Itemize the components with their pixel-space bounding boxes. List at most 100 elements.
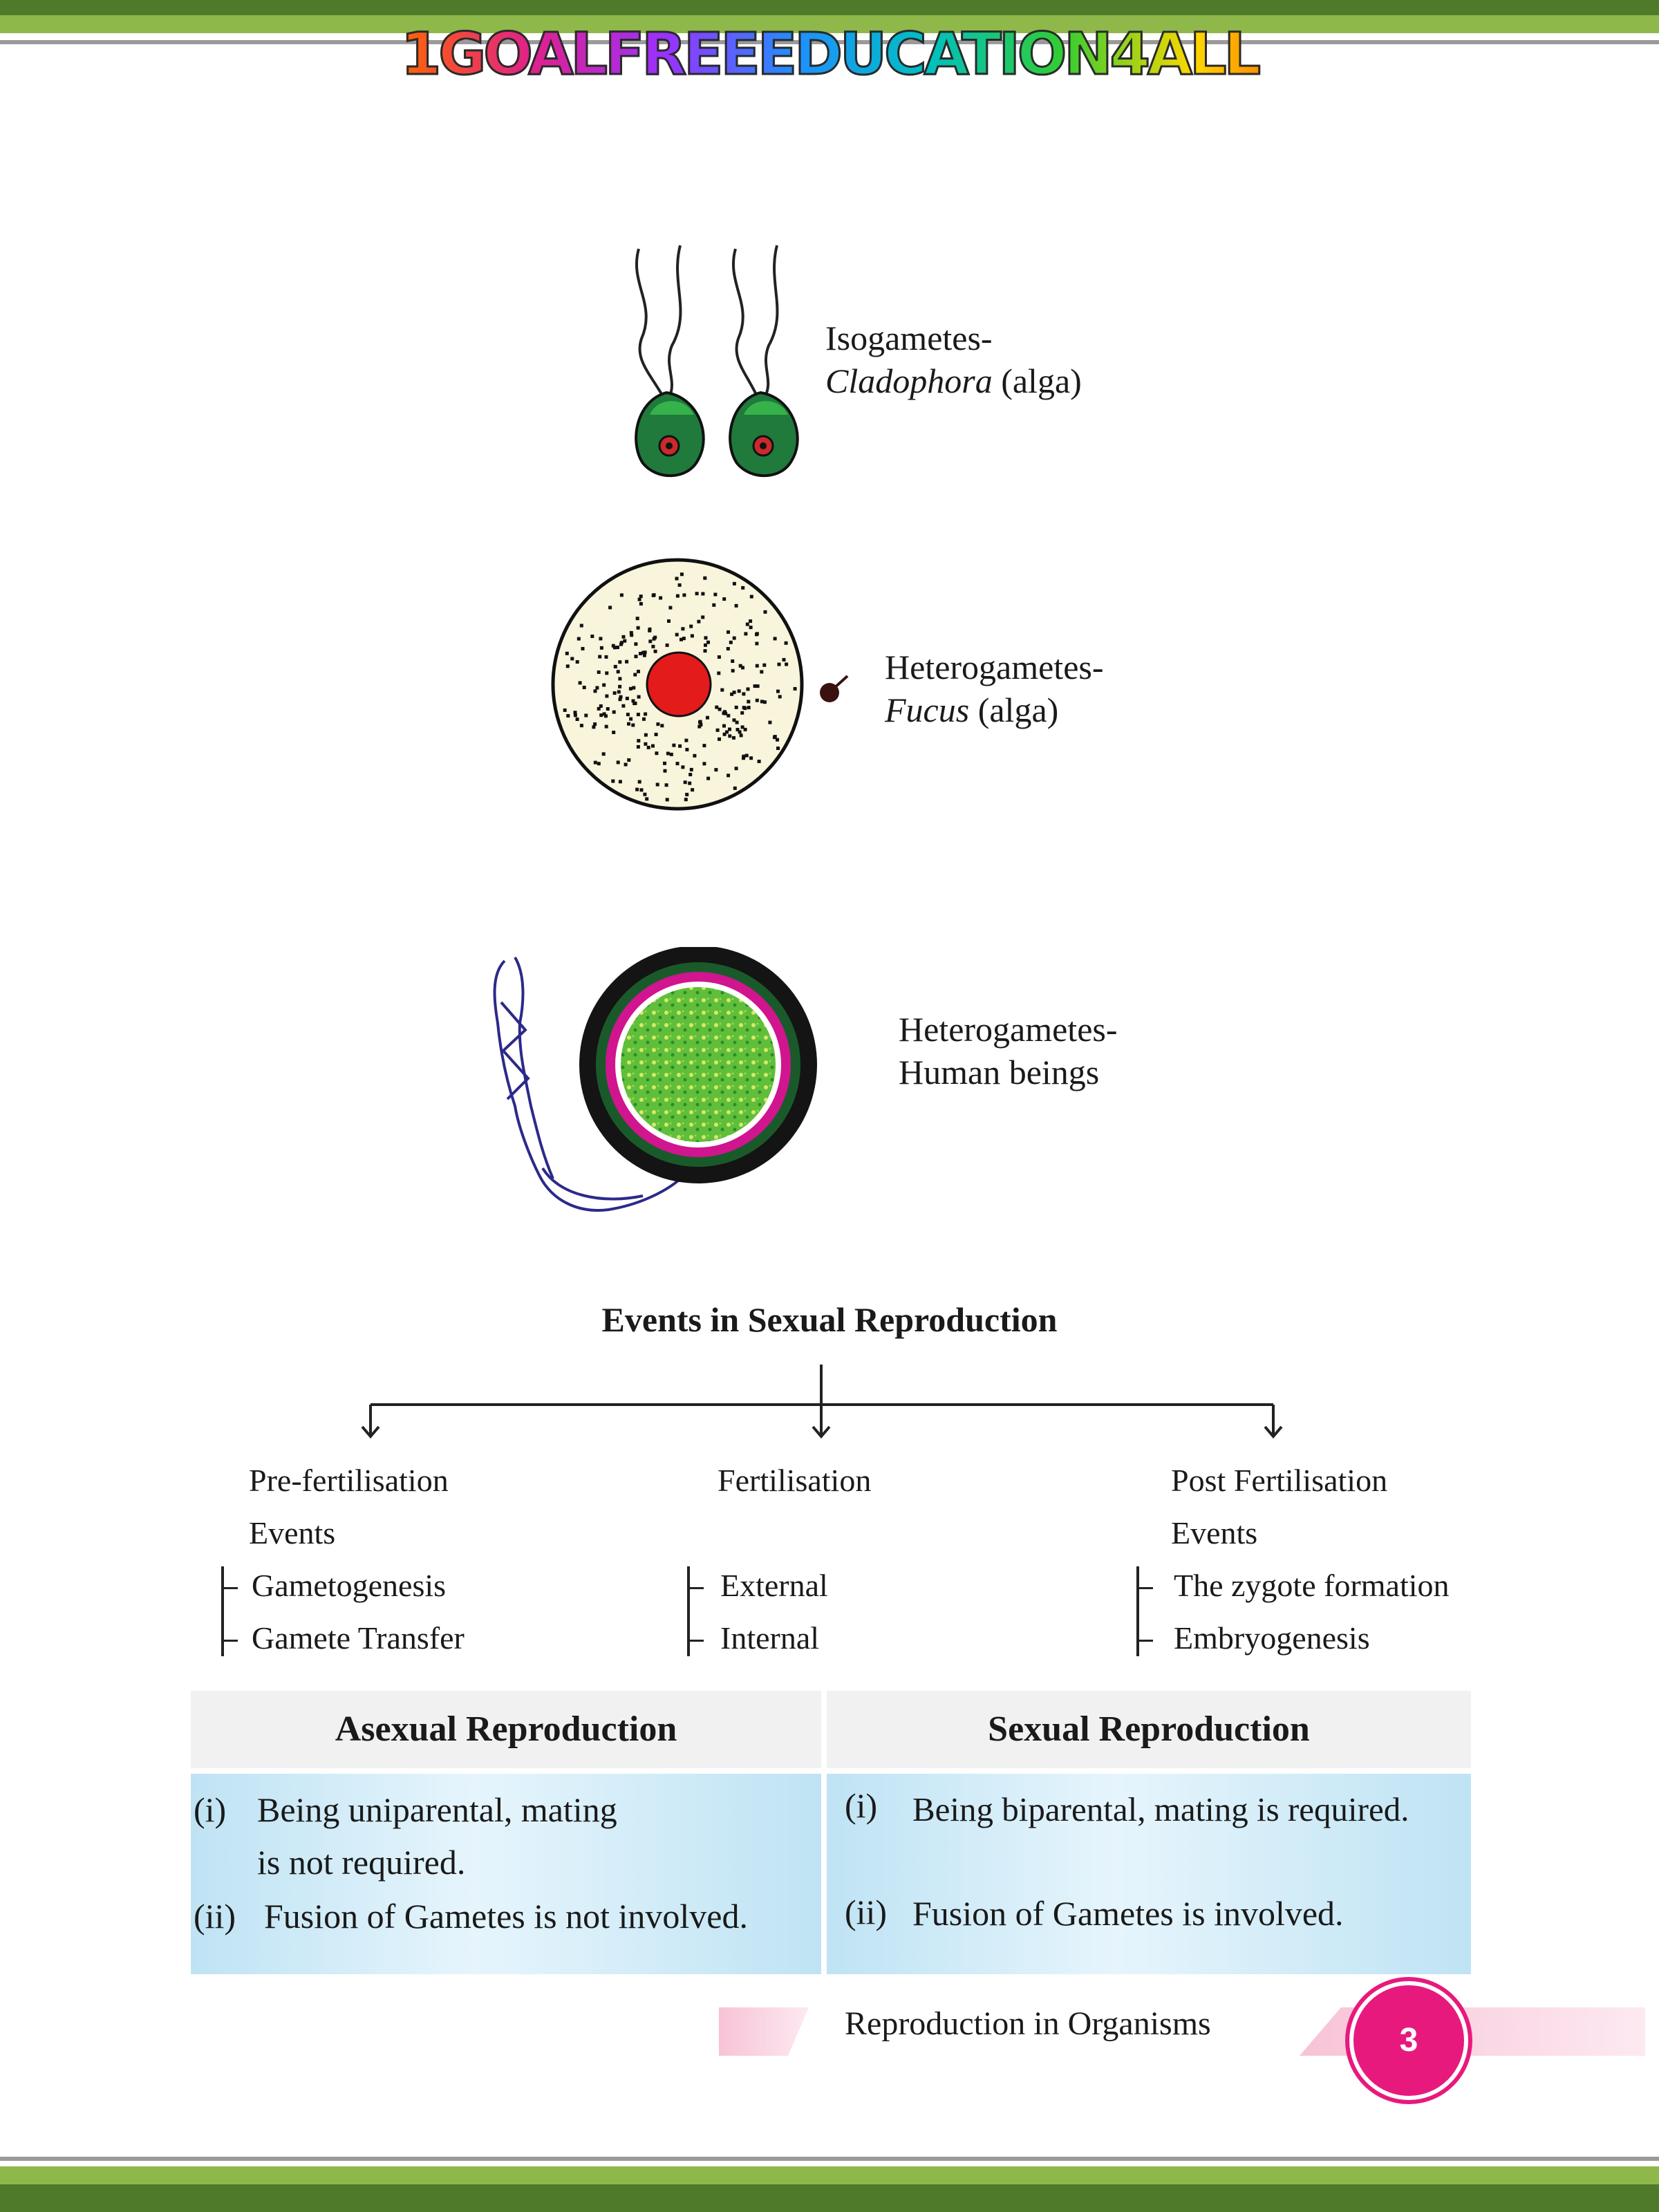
footer-chapter-title: Reproduction in Organisms [845, 2005, 1211, 2042]
egg-speckle [702, 762, 706, 766]
egg-speckle [646, 745, 650, 749]
egg-speckle [690, 634, 694, 638]
egg-speckle [616, 670, 620, 674]
egg-speckle [675, 632, 679, 637]
egg-speckle [749, 594, 753, 599]
sexual-row-i-text: Being biparental, mating is required. [912, 1790, 1409, 1828]
egg-speckle [740, 711, 744, 715]
pre-bracket [221, 1566, 241, 1656]
egg-speckle [659, 596, 663, 600]
egg-speckle [702, 744, 706, 748]
egg-speckle [763, 610, 767, 614]
fucus-heterogametes-illustration [551, 558, 849, 811]
egg-speckle [749, 626, 753, 630]
egg-speckle [631, 699, 635, 703]
egg-speckle [627, 722, 630, 726]
egg-speckle [590, 635, 594, 638]
egg-speckle [672, 743, 676, 747]
egg-speckle [573, 711, 577, 715]
human-label: Heterogametes- Human beings [899, 1008, 1118, 1094]
egg-speckle [637, 597, 641, 601]
egg-speckle [685, 792, 689, 796]
egg-speckle [727, 774, 731, 778]
bottom-band-dark [0, 2184, 1659, 2212]
egg-speckle [566, 714, 570, 718]
egg-speckle [732, 718, 736, 722]
pre-tick-2 [224, 1640, 238, 1642]
egg-speckle [715, 705, 719, 709]
egg-speckle [619, 593, 624, 597]
egg-speckle [644, 712, 648, 716]
pre-item-gametogenesis: Gametogenesis [252, 1568, 447, 1603]
egg-speckle [602, 712, 606, 716]
egg-speckle [776, 738, 779, 742]
egg-speckle [793, 686, 797, 691]
egg-speckle [575, 718, 579, 721]
egg-speckle [665, 798, 669, 802]
egg-speckle [677, 583, 682, 587]
egg-speckle [641, 650, 646, 655]
egg-speckle [735, 720, 739, 724]
post-item-zygote: The zygote formation [1174, 1568, 1450, 1603]
egg-speckle [762, 663, 767, 667]
egg-speckle [749, 619, 753, 624]
egg-speckle [595, 686, 599, 690]
egg-speckle [703, 649, 707, 653]
pre-tick-1 [224, 1587, 238, 1589]
egg-speckle [599, 646, 603, 650]
egg-speckle [697, 724, 702, 729]
egg-speckle [579, 624, 583, 628]
egg-speckle [630, 633, 634, 637]
egg-speckle [782, 657, 786, 662]
egg-speckle [656, 722, 660, 727]
egg-speckle [663, 769, 667, 773]
egg-speckle [713, 592, 718, 597]
egg-speckle [593, 689, 597, 693]
egg-speckle [605, 694, 609, 698]
fert-bracket [687, 1566, 706, 1656]
egg-speckle [731, 668, 735, 673]
egg-speckle [762, 700, 767, 704]
egg-speckle [720, 688, 724, 692]
egg-speckle [682, 637, 686, 641]
human-heterogametes-illustration [493, 947, 817, 1212]
egg-speckle [693, 753, 697, 758]
egg-speckle [665, 643, 669, 647]
egg-speckle [733, 786, 737, 790]
egg-speckle [573, 713, 577, 718]
egg-speckle [738, 730, 742, 734]
egg-speckle [635, 617, 639, 621]
egg-speckle [679, 572, 684, 577]
egg-speckle [744, 632, 748, 636]
cladophora-genus: Cladophora [825, 362, 993, 400]
asexual-row-ii-text: Fusion of Gametes is not involved. [264, 1897, 748, 1936]
egg-speckle [722, 597, 727, 601]
egg-speckle [582, 686, 586, 689]
egg-speckle [621, 635, 626, 639]
egg-speckle [734, 767, 738, 771]
egg-speckle [637, 695, 641, 699]
egg-speckle [712, 603, 716, 607]
egg-speckle [581, 646, 585, 650]
asexual-row-i-line2: is not required. [257, 1843, 466, 1882]
egg-speckle [639, 594, 643, 599]
egg-speckle [663, 761, 666, 765]
egg-speckle [706, 640, 710, 644]
sexual-cell [827, 1774, 1471, 1974]
egg-speckle [738, 664, 742, 668]
isogametes-illustration [635, 245, 799, 478]
egg-speckle [639, 788, 644, 792]
egg-speckle [675, 594, 679, 598]
egg-speckle [655, 782, 659, 787]
egg-speckle [629, 630, 633, 635]
egg-speckle [773, 735, 777, 739]
egg-speckle [597, 670, 601, 674]
egg-speckle [726, 647, 730, 650]
egg-speckle [714, 768, 718, 772]
isogametes-label: Isogametes- Cladophora (alga) [825, 317, 1082, 402]
egg-speckle [604, 714, 608, 718]
egg-speckle [755, 632, 759, 636]
egg-speckle [742, 692, 746, 696]
egg-speckle [747, 700, 751, 704]
egg-speckle [698, 720, 702, 724]
